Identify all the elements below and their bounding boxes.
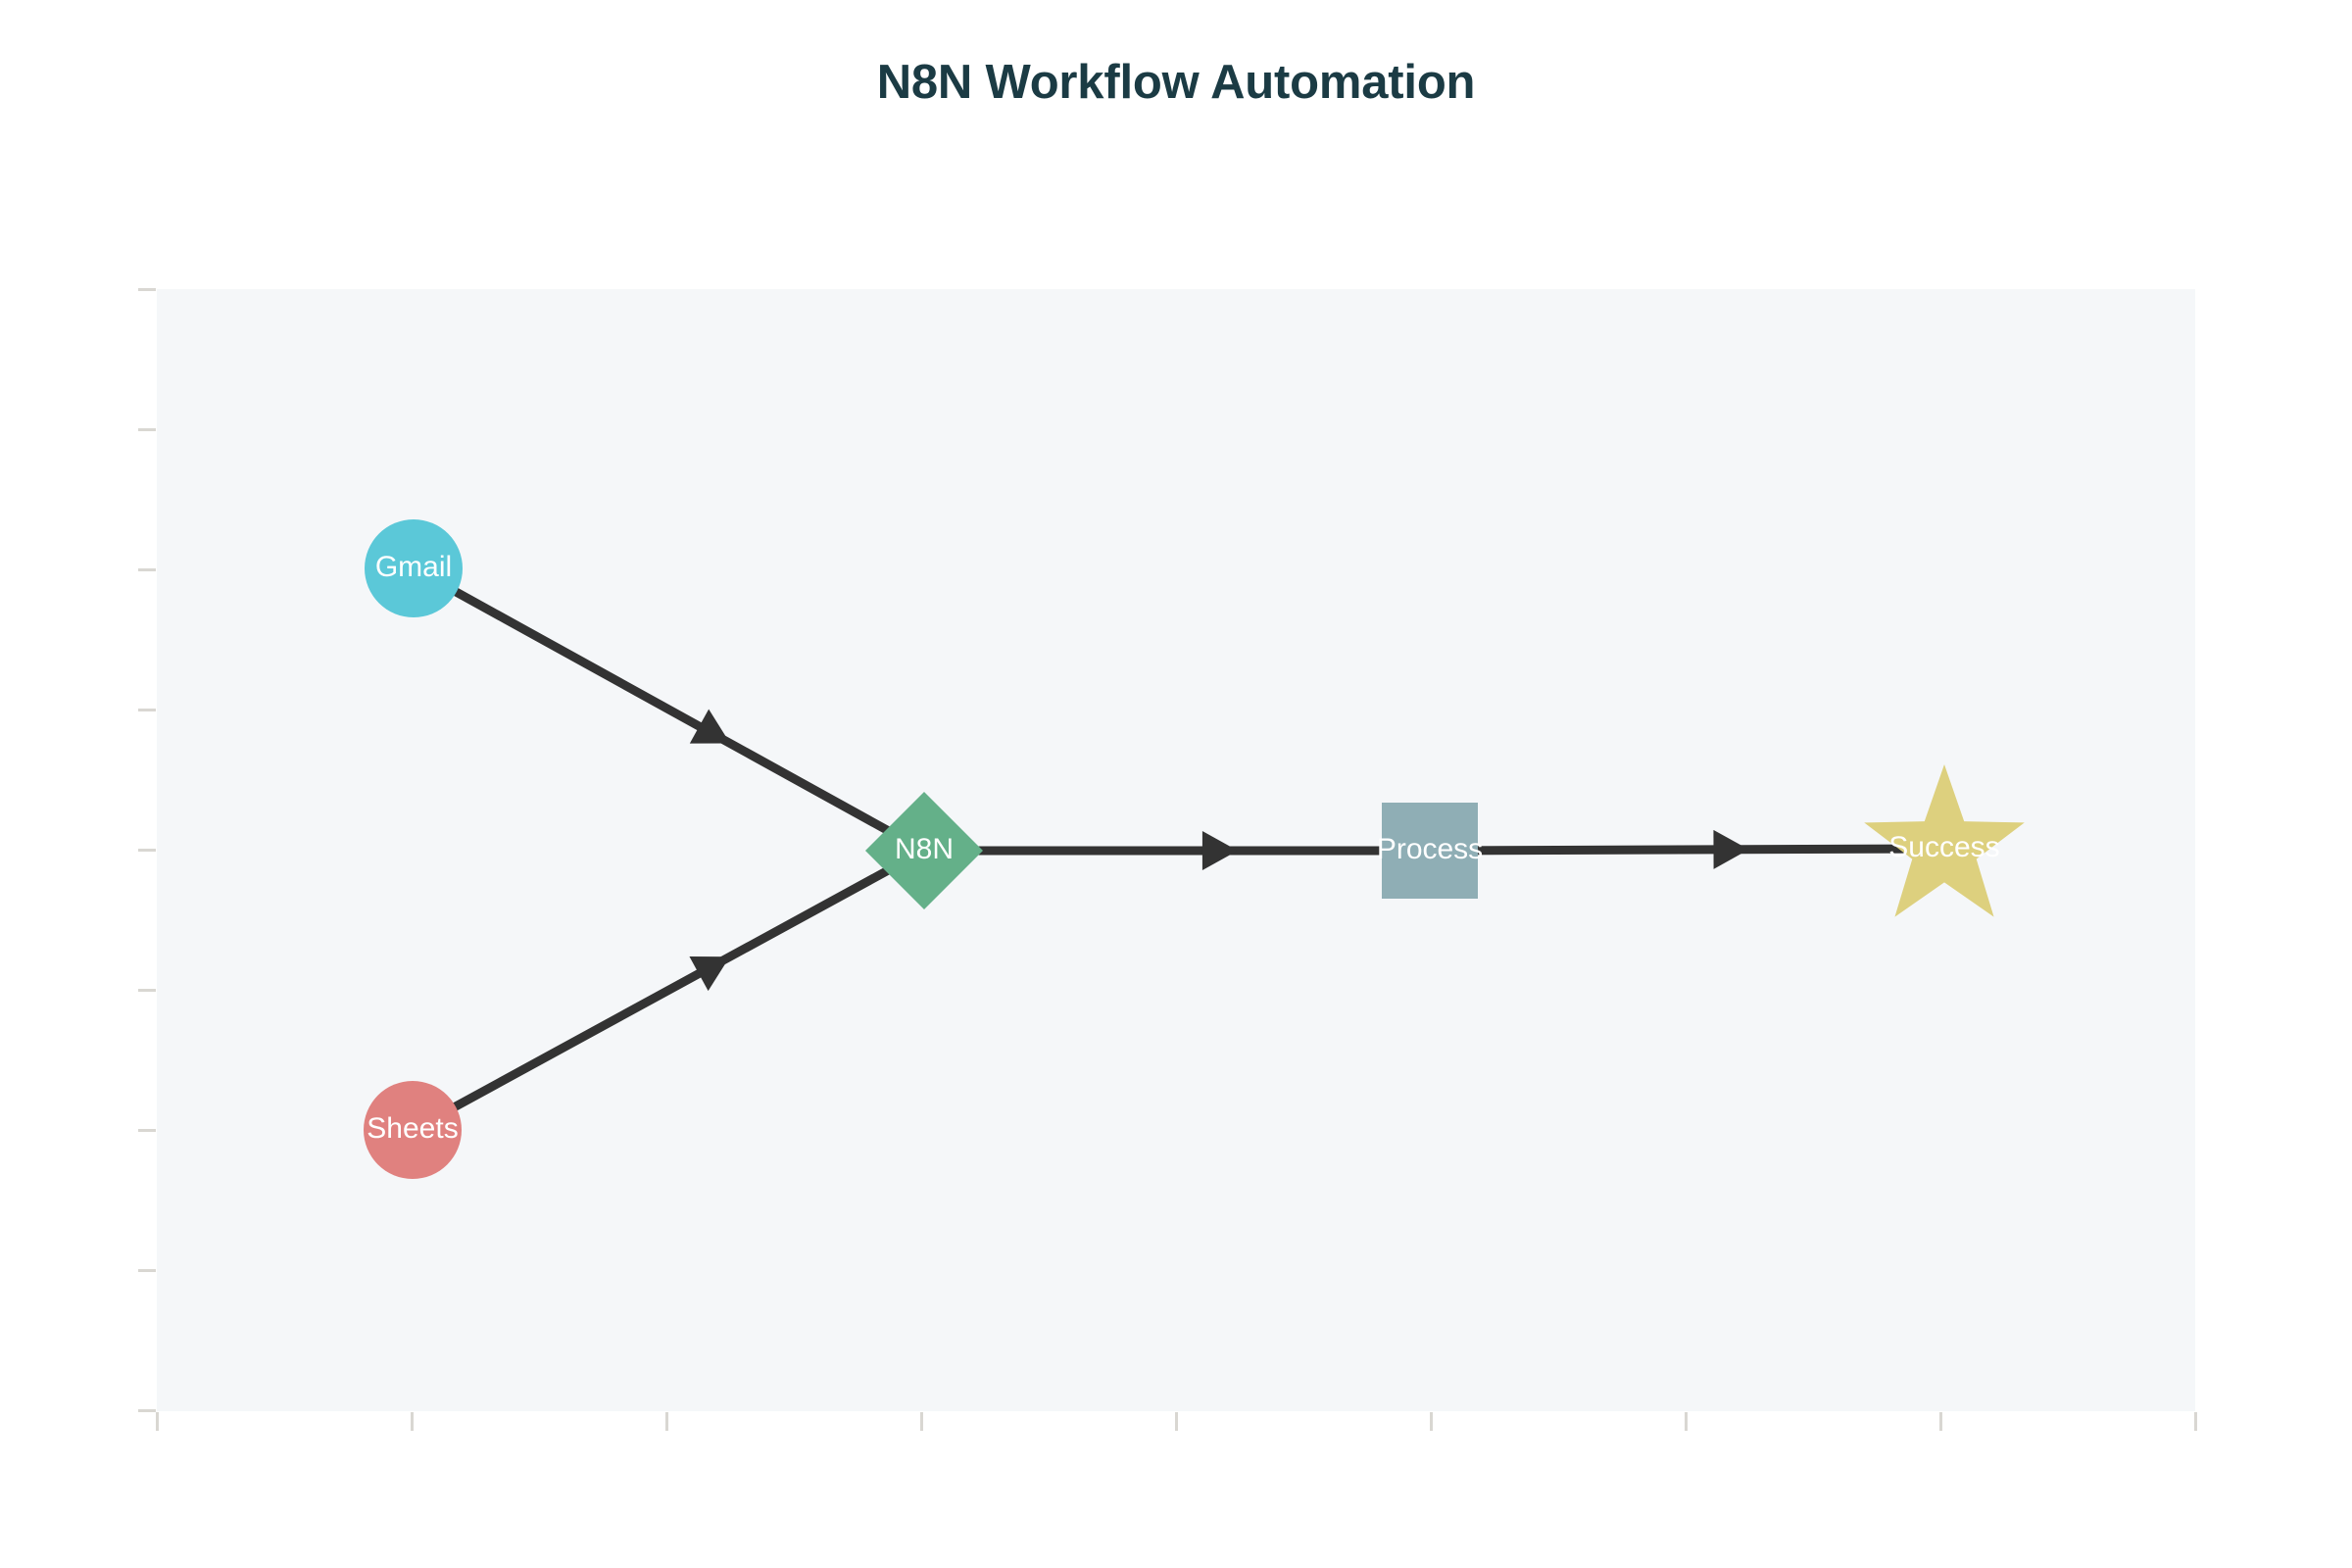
x-axis-tick <box>1430 1412 1433 1431</box>
star-shape <box>1864 764 2025 917</box>
y-axis-tick <box>138 849 156 852</box>
node-label: Sheets <box>367 1112 458 1145</box>
edge-line <box>411 564 927 855</box>
y-axis-tick <box>138 709 156 711</box>
y-axis-tick <box>138 989 156 992</box>
edge-line <box>1429 844 1945 856</box>
x-axis-tick <box>665 1412 668 1431</box>
y-axis-tick <box>138 1409 156 1412</box>
x-axis-tick <box>2194 1412 2197 1431</box>
edge-arrowhead <box>1713 829 1749 869</box>
square-shape <box>1382 803 1478 899</box>
edge-layer <box>410 564 1945 1134</box>
circle-shape <box>365 519 463 617</box>
edge-process-to-success <box>1429 829 1945 869</box>
edge-arrowhead <box>689 956 730 992</box>
node-process[interactable]: Process <box>1377 803 1483 899</box>
x-axis-tick <box>920 1412 923 1431</box>
x-axis-tick <box>156 1412 159 1431</box>
circle-shape <box>364 1081 462 1179</box>
node-success[interactable]: Success <box>1864 764 2025 917</box>
x-axis-tick <box>1939 1412 1942 1431</box>
node-sheets[interactable]: Sheets <box>364 1081 462 1179</box>
node-label: N8N <box>895 833 954 865</box>
edge-arrowhead <box>1201 831 1238 870</box>
x-axis-tick <box>1175 1412 1178 1431</box>
node-label: Gmail <box>375 551 452 583</box>
y-axis-tick <box>138 568 156 571</box>
y-axis-tick <box>138 428 156 431</box>
edge-n8n-to-process <box>924 831 1430 870</box>
edge-gmail-to-n8n <box>411 564 927 855</box>
edge-sheets-to-n8n <box>410 847 927 1134</box>
page-title: N8N Workflow Automation <box>876 56 1476 109</box>
node-n8n[interactable]: N8N <box>865 792 983 909</box>
x-axis-tick <box>411 1412 414 1431</box>
node-gmail[interactable]: Gmail <box>365 519 463 617</box>
x-axis-tick <box>1685 1412 1688 1431</box>
diamond-shape <box>865 792 983 909</box>
y-axis-tick <box>138 1269 156 1272</box>
node-label: Success <box>1888 831 1999 863</box>
edge-line <box>410 847 927 1134</box>
y-axis-tick <box>138 288 156 291</box>
edge-arrowhead <box>689 709 731 744</box>
node-label: Process <box>1377 833 1483 865</box>
y-axis-tick <box>138 1129 156 1132</box>
